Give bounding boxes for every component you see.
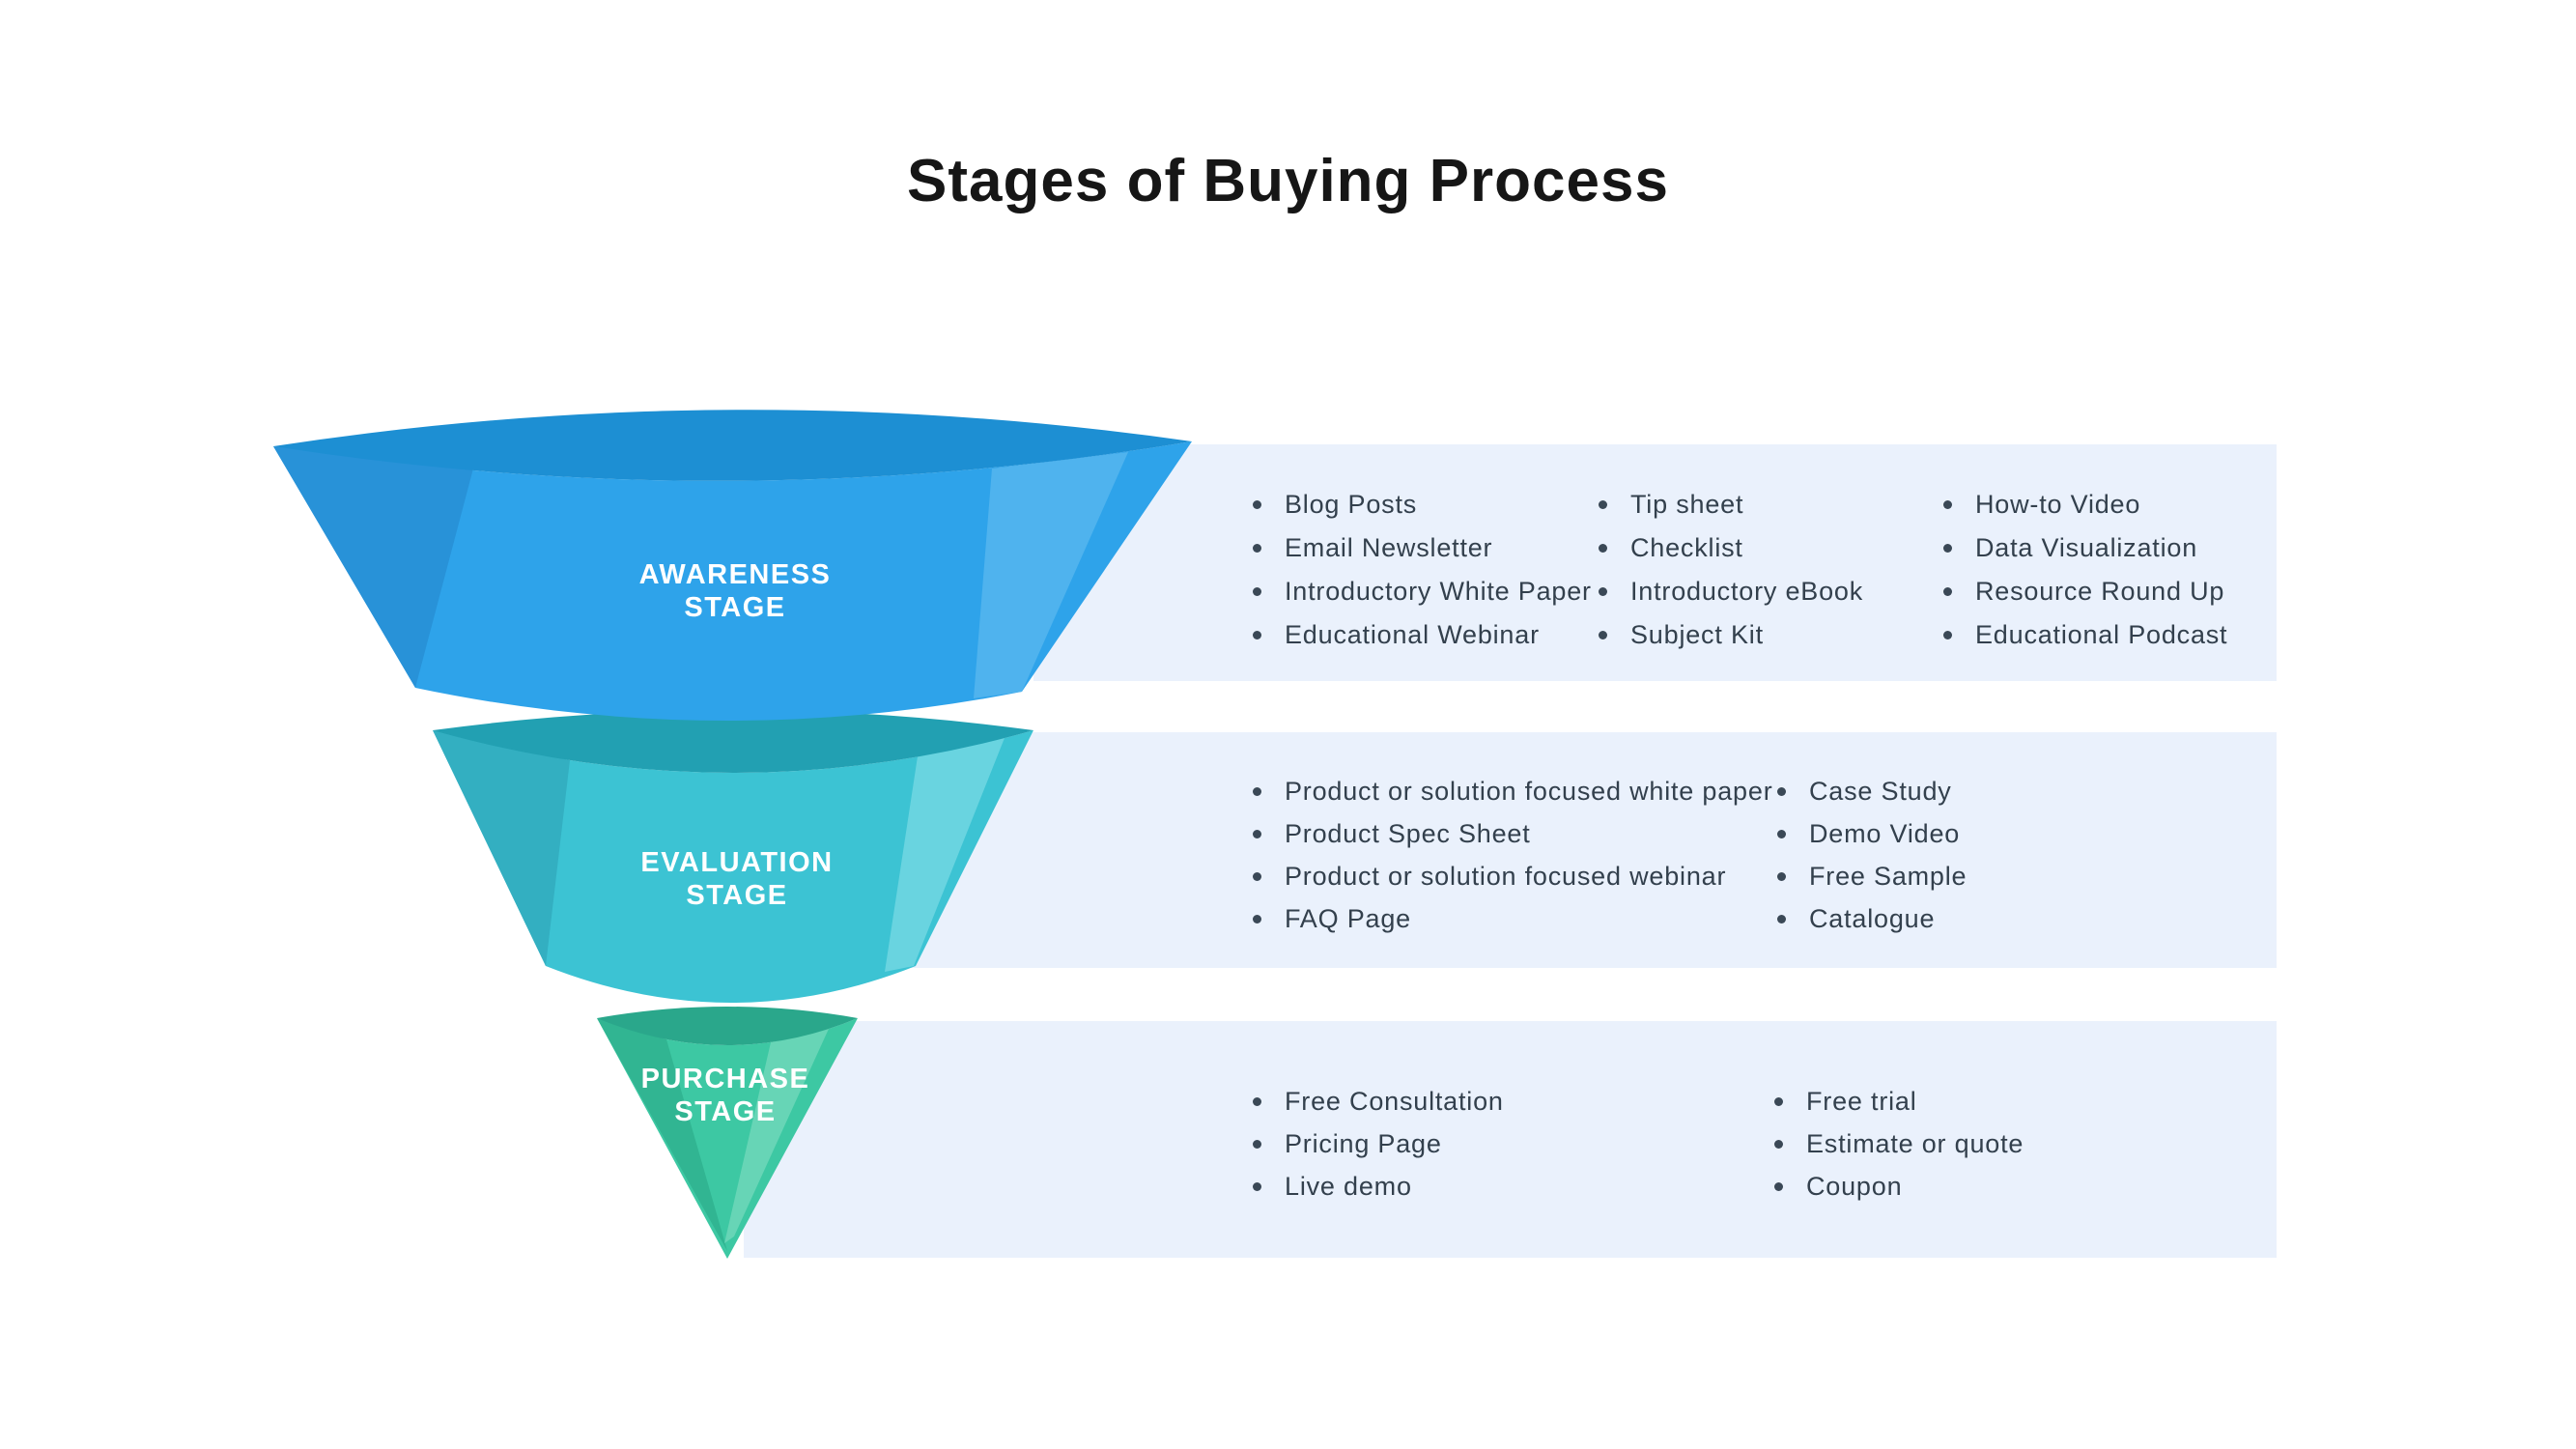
purchase-funnel-section bbox=[597, 1007, 858, 1259]
list-item: Pricing Page bbox=[1253, 1122, 1504, 1165]
evaluation-light-facet bbox=[885, 738, 1005, 972]
list-item: Email Newsletter bbox=[1253, 526, 1592, 570]
list-item: Educational Webinar bbox=[1253, 613, 1592, 657]
purchase-content-panel: Free Consultation Pricing Page Live demo… bbox=[744, 1021, 2277, 1258]
stage-label-line: AWARENESS bbox=[638, 559, 832, 590]
list-item: FAQ Page bbox=[1253, 897, 1772, 940]
evaluation-column-1: Product or solution focused white paper … bbox=[1253, 732, 1772, 940]
bullet-list: How-to Video Data Visualization Resource… bbox=[1943, 483, 2227, 657]
awareness-content-panel: Blog Posts Email Newsletter Introductory… bbox=[1033, 444, 2277, 681]
list-item: Data Visualization bbox=[1943, 526, 2227, 570]
evaluation-top-lid bbox=[433, 710, 1033, 773]
list-item: Free Consultation bbox=[1253, 1080, 1504, 1122]
list-item: Resource Round Up bbox=[1943, 570, 2227, 613]
list-item: Product or solution focused webinar bbox=[1253, 855, 1772, 897]
list-item: Educational Podcast bbox=[1943, 613, 2227, 657]
purchase-column-2: Free trial Estimate or quote Coupon bbox=[1774, 1021, 2024, 1208]
awareness-column-3: How-to Video Data Visualization Resource… bbox=[1943, 444, 2227, 657]
bullet-list: Product or solution focused white paper … bbox=[1253, 770, 1772, 940]
list-item: Free trial bbox=[1774, 1080, 2024, 1122]
awareness-column-2: Tip sheet Checklist Introductory eBook S… bbox=[1599, 444, 1863, 657]
list-item: Live demo bbox=[1253, 1165, 1504, 1208]
list-item: Blog Posts bbox=[1253, 483, 1592, 526]
evaluation-front-face bbox=[433, 730, 1033, 1003]
list-item: Demo Video bbox=[1777, 812, 1967, 855]
purchase-column-1: Free Consultation Pricing Page Live demo bbox=[1253, 1021, 1504, 1208]
bullet-list: Blog Posts Email Newsletter Introductory… bbox=[1253, 483, 1592, 657]
list-item: Free Sample bbox=[1777, 855, 1967, 897]
list-item: Coupon bbox=[1774, 1165, 2024, 1208]
evaluation-content-panel: Product or solution focused white paper … bbox=[898, 732, 2277, 968]
awareness-front-face bbox=[273, 441, 1192, 722]
stage-label-line: EVALUATION bbox=[640, 847, 834, 878]
purchase-top-lid bbox=[597, 1007, 858, 1045]
stage-label-line: STAGE bbox=[686, 880, 788, 911]
awareness-funnel-section bbox=[273, 410, 1192, 722]
list-item: Checklist bbox=[1599, 526, 1863, 570]
awareness-light-facet bbox=[974, 452, 1128, 698]
bullet-list: Free trial Estimate or quote Coupon bbox=[1774, 1080, 2024, 1208]
page-title: Stages of Buying Process bbox=[907, 148, 1669, 214]
list-item: Catalogue bbox=[1777, 897, 1967, 940]
stage-label-line: STAGE bbox=[674, 1096, 777, 1127]
awareness-column-1: Blog Posts Email Newsletter Introductory… bbox=[1253, 444, 1592, 657]
evaluation-column-2: Case Study Demo Video Free Sample Catalo… bbox=[1777, 732, 1967, 940]
bullet-list: Free Consultation Pricing Page Live demo bbox=[1253, 1080, 1504, 1208]
list-item: Introductory eBook bbox=[1599, 570, 1863, 613]
purchase-left-facet bbox=[597, 1018, 727, 1251]
list-item: Estimate or quote bbox=[1774, 1122, 2024, 1165]
evaluation-stage-label: EVALUATION STAGE bbox=[544, 846, 930, 912]
list-item: Introductory White Paper bbox=[1253, 570, 1592, 613]
list-item: Subject Kit bbox=[1599, 613, 1863, 657]
evaluation-left-facet bbox=[433, 730, 570, 966]
awareness-stage-label: AWARENESS STAGE bbox=[542, 558, 928, 624]
bullet-list: Tip sheet Checklist Introductory eBook S… bbox=[1599, 483, 1863, 657]
stage-label-line: PURCHASE bbox=[640, 1064, 810, 1094]
list-item: Tip sheet bbox=[1599, 483, 1863, 526]
evaluation-funnel-section bbox=[433, 710, 1033, 1003]
purchase-light-facet bbox=[724, 1029, 829, 1243]
awareness-top-lid bbox=[273, 410, 1192, 481]
awareness-left-facet bbox=[273, 446, 473, 688]
list-item: Product Spec Sheet bbox=[1253, 812, 1772, 855]
purchase-stage-label: PURCHASE STAGE bbox=[532, 1063, 919, 1128]
list-item: Product or solution focused white paper bbox=[1253, 770, 1772, 812]
stage-label-line: STAGE bbox=[684, 592, 786, 623]
bullet-list: Case Study Demo Video Free Sample Catalo… bbox=[1777, 770, 1967, 940]
list-item: Case Study bbox=[1777, 770, 1967, 812]
list-item: How-to Video bbox=[1943, 483, 2227, 526]
